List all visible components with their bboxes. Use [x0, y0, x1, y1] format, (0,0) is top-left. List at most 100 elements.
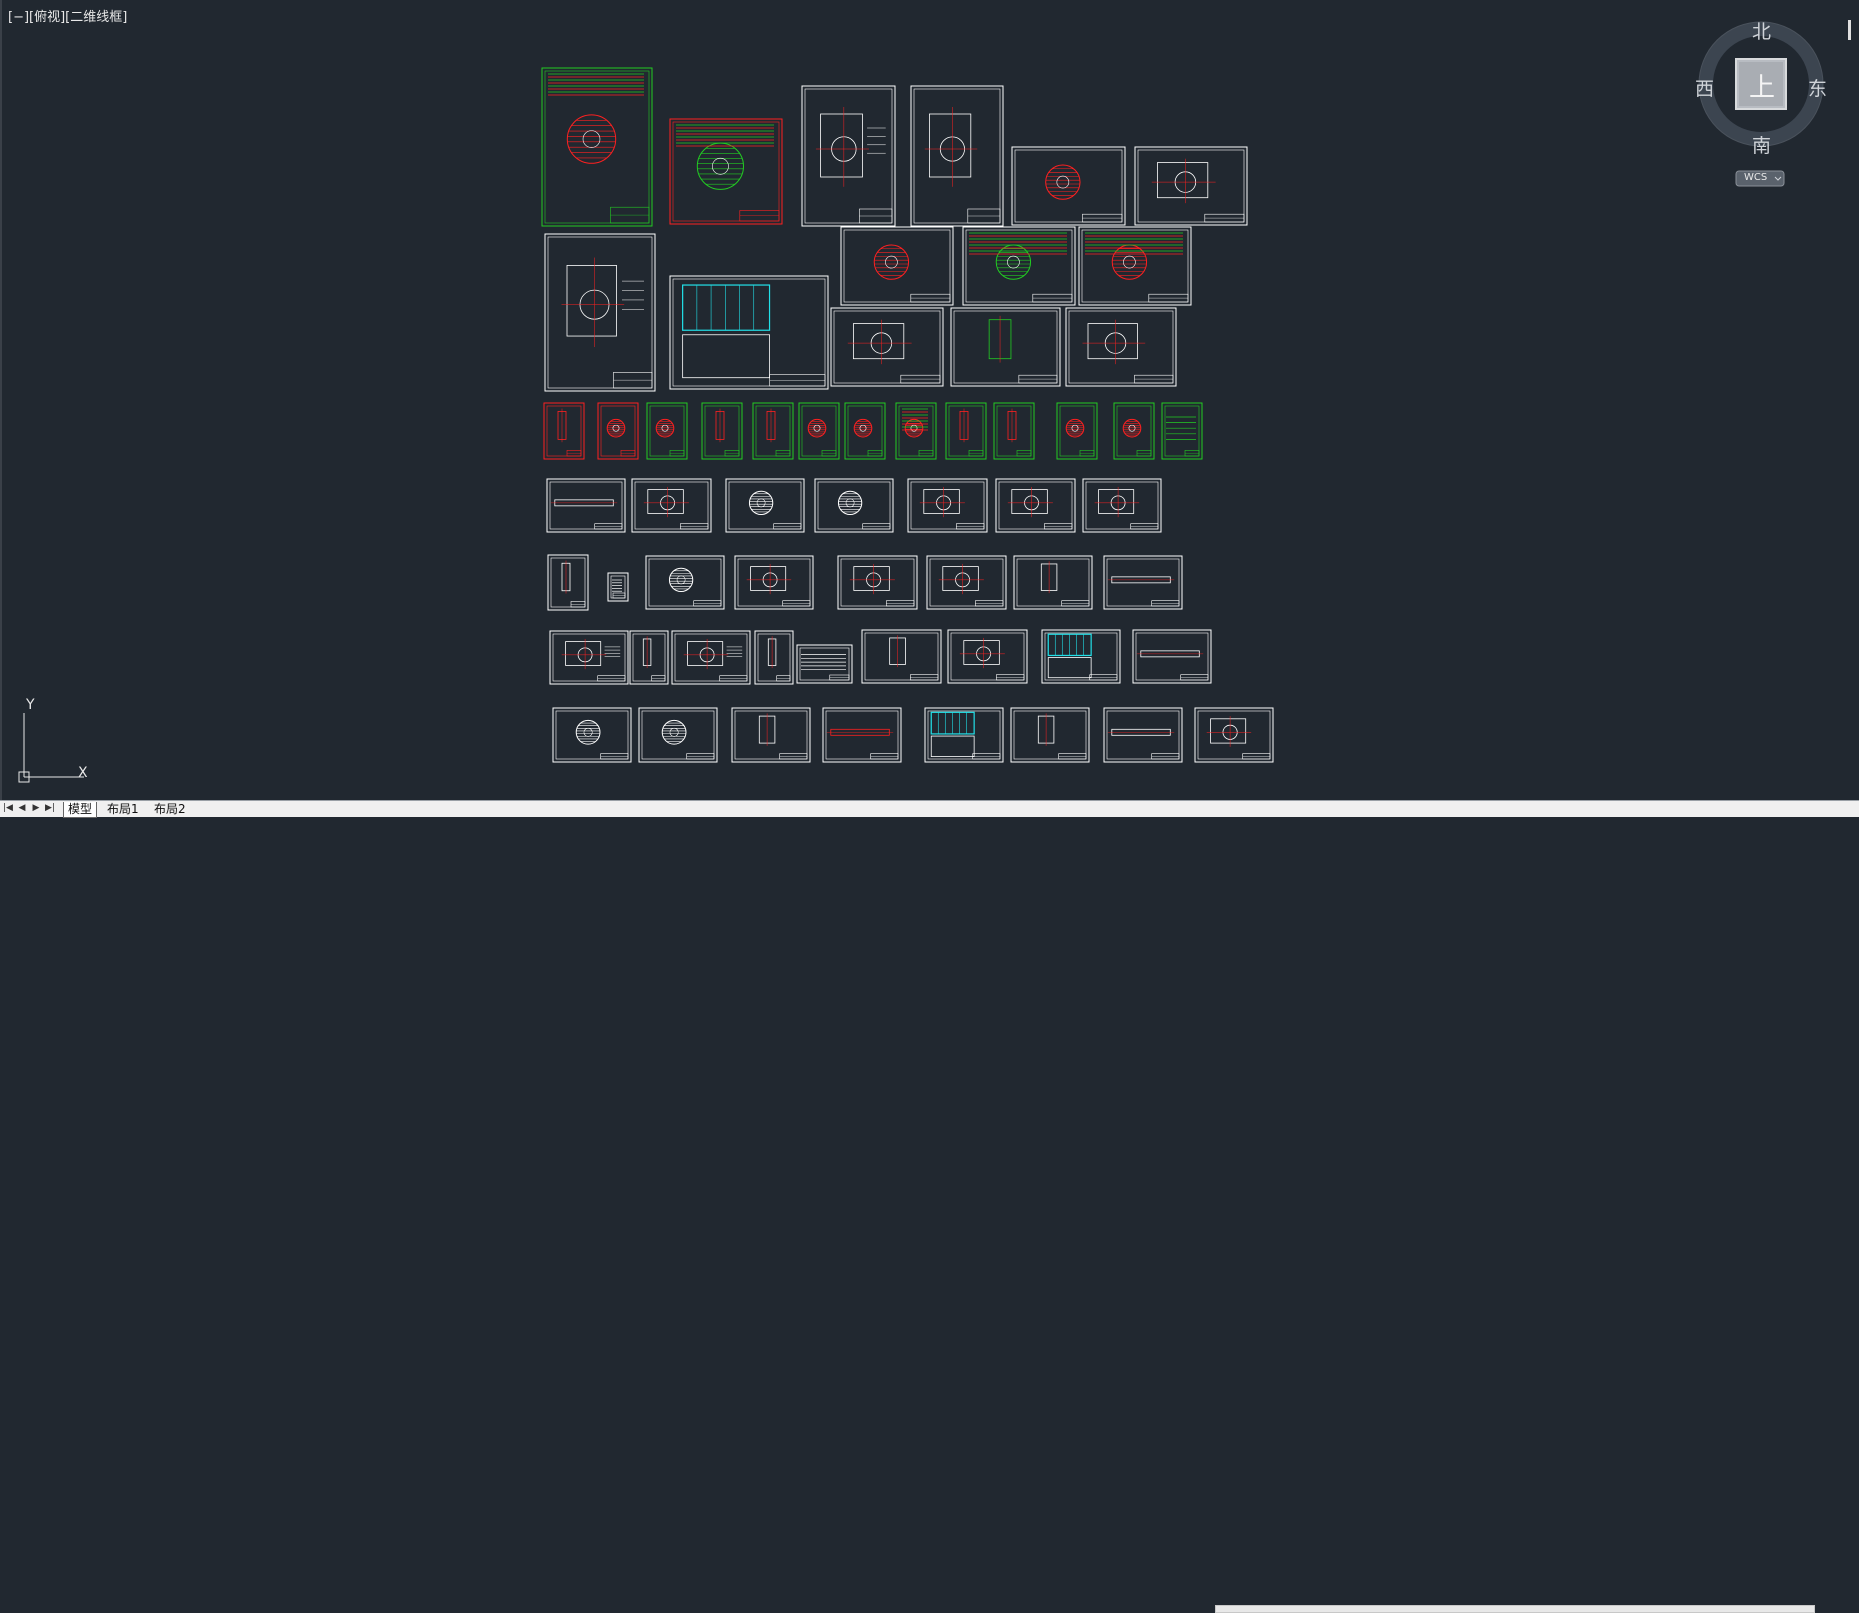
drawing-sheet[interactable] [926, 555, 1007, 610]
drawing-sheet[interactable] [734, 555, 814, 610]
horizontal-scrollbar[interactable] [1215, 1605, 1815, 1613]
drawing-sheet[interactable] [945, 402, 987, 460]
sheet-inner-frame [734, 710, 808, 760]
drawing-sheet[interactable] [947, 629, 1028, 684]
drawing-sheet[interactable] [631, 478, 712, 533]
drawing-sheet[interactable] [629, 630, 669, 685]
drawing-sheet[interactable] [910, 85, 1004, 227]
drawing-sheet[interactable] [552, 707, 632, 763]
drawing-sheet[interactable] [861, 629, 942, 684]
drawing-canvas[interactable] [2, 0, 1857, 800]
drawing-sheet[interactable] [962, 226, 1076, 306]
drawing-sheet[interactable] [822, 707, 902, 763]
drawing-sheet[interactable] [731, 707, 811, 763]
drawing-sheet[interactable] [837, 555, 918, 610]
sheet-inner-frame [1085, 481, 1159, 530]
drawing-sheet[interactable] [801, 85, 896, 227]
sheet-inner-frame [847, 405, 883, 457]
tab-layout1[interactable]: 布局1 [107, 802, 139, 816]
drawing-sheet[interactable] [669, 118, 783, 225]
drawing-sheet[interactable] [597, 402, 639, 460]
drawing-sheet[interactable] [895, 402, 937, 460]
drawing-sheet[interactable] [814, 478, 894, 533]
drawing-sheet[interactable] [1134, 146, 1248, 226]
drawing-sheet[interactable] [830, 307, 944, 387]
drawing-sheet[interactable] [546, 478, 626, 533]
drawing-sheet[interactable] [1056, 402, 1098, 460]
viewcube-face-label[interactable]: 上 [1749, 73, 1776, 103]
drawing-sheet[interactable] [754, 630, 794, 685]
drawing-sheet[interactable] [1113, 402, 1155, 460]
drawing-sheet[interactable] [844, 402, 886, 460]
last-layout-button[interactable]: ▶| [45, 803, 55, 813]
sheet-inner-frame [1116, 405, 1152, 457]
drawing-sheet[interactable] [638, 707, 718, 763]
sheet-inner-frame [1081, 229, 1189, 303]
tab-model[interactable]: 模型 [63, 802, 98, 818]
ucs-icon: Y X [14, 697, 104, 785]
part-outline [807, 418, 827, 438]
drawing-sheet[interactable] [549, 630, 629, 685]
drawing-sheet[interactable] [1082, 478, 1162, 533]
next-layout-button[interactable]: ▶ [32, 803, 40, 813]
drawing-sheet[interactable] [547, 554, 589, 611]
drawing-sheet[interactable] [1011, 146, 1126, 226]
viewcube[interactable]: 北 西 东 南 上 WCS [1682, 14, 1842, 189]
drawing-sheet[interactable] [1078, 226, 1192, 306]
drawing-sheet[interactable] [907, 478, 988, 533]
drawing-sheet[interactable] [607, 572, 629, 602]
drawing-sheet[interactable] [840, 226, 954, 306]
drawing-sheet[interactable] [1013, 555, 1093, 610]
bore-circle [669, 727, 679, 737]
vertical-scroll-thumb[interactable] [1848, 20, 1851, 40]
sheet-inner-frame [728, 481, 802, 530]
drawing-sheet[interactable] [1194, 707, 1274, 763]
drawing-sheet[interactable] [1103, 707, 1183, 763]
drawing-sheet[interactable] [725, 478, 805, 533]
drawing-sheet[interactable] [701, 402, 743, 460]
drawing-sheet[interactable] [543, 402, 585, 460]
drawing-sheet[interactable] [796, 644, 853, 684]
compass-south[interactable]: 南 [1752, 135, 1772, 157]
view-controls-label[interactable]: [−][俯视][二维线框] [8, 10, 128, 25]
drawing-sheet[interactable] [924, 707, 1004, 763]
drawing-sheet[interactable] [950, 307, 1061, 387]
sheet-inner-frame [737, 558, 811, 607]
drawing-sheet[interactable] [544, 233, 656, 392]
compass-west[interactable]: 西 [1695, 78, 1715, 100]
sheet-inner-frame [929, 558, 1004, 607]
prev-layout-button[interactable]: ◀ [18, 803, 26, 813]
drawing-sheet[interactable] [671, 630, 751, 685]
drawing-sheet[interactable] [1103, 555, 1183, 610]
bore-circle [583, 727, 593, 737]
compass-east[interactable]: 东 [1808, 78, 1828, 100]
sheet-inner-frame [672, 121, 780, 222]
drawing-sheet[interactable] [645, 555, 725, 610]
bore-circle [712, 157, 729, 175]
drawing-sheet[interactable] [1010, 707, 1090, 763]
drawing-sheet[interactable] [993, 402, 1035, 460]
wcs-menu-button[interactable]: WCS [1744, 172, 1768, 183]
drawing-sheet[interactable] [646, 402, 688, 460]
tab-layout2[interactable]: 布局2 [154, 802, 186, 816]
drawing-sheet[interactable] [1041, 629, 1121, 684]
drawing-sheet[interactable] [798, 402, 840, 460]
drawing-sheet[interactable] [752, 402, 794, 460]
sheet-inner-frame [1106, 558, 1180, 607]
sheet-inner-frame [641, 710, 715, 760]
drawing-sheet[interactable] [1132, 629, 1212, 684]
first-layout-button[interactable]: |◀ [3, 803, 13, 813]
drawing-sheet[interactable] [541, 67, 653, 227]
drawing-sheet[interactable] [995, 478, 1076, 533]
sheet-inner-frame [833, 310, 941, 384]
compass-north[interactable]: 北 [1752, 21, 1772, 43]
model-viewport[interactable]: [−][俯视][二维线框] 北 西 东 南 上 WCS Y X [0, 0, 1859, 800]
bore-circle [1128, 424, 1136, 432]
drawing-sheet[interactable] [1065, 307, 1177, 387]
part-outline [748, 490, 774, 516]
drawing-sheet[interactable] [1161, 402, 1203, 460]
sheet-inner-frame [549, 481, 623, 530]
sheet-inner-frame [704, 405, 740, 457]
part-outline [1210, 718, 1247, 744]
drawing-sheet[interactable] [669, 275, 829, 390]
